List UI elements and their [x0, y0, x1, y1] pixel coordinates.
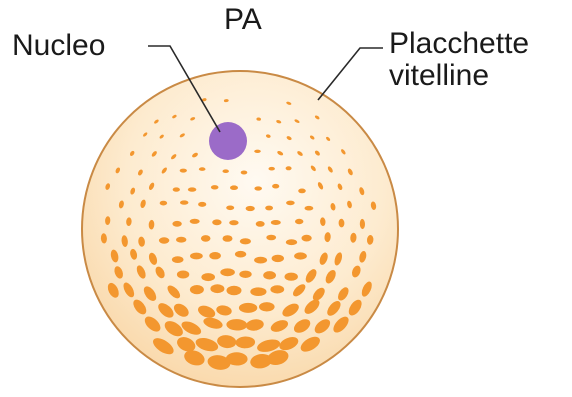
yolk-platelet: [220, 268, 235, 276]
yolk-platelet: [230, 185, 238, 190]
yolk-platelet: [176, 237, 186, 243]
yolk-platelet: [294, 252, 307, 259]
yolk-platelet: [271, 220, 281, 225]
yolk-label-line1: Placchette: [389, 28, 529, 60]
yolk-platelet: [223, 169, 229, 173]
yolk-platelet: [240, 238, 251, 244]
yolk-platelet: [302, 235, 312, 242]
yolk-platelet: [239, 271, 251, 278]
yolk-platelet: [190, 285, 204, 294]
yolk-platelet: [173, 187, 180, 191]
yolk-platelet: [265, 206, 273, 211]
yolk-platelet: [239, 303, 257, 313]
yolk-platelet: [209, 252, 221, 259]
yolk-platelet: [210, 284, 224, 293]
yolk-platelet: [272, 184, 279, 189]
yolk-platelet: [295, 219, 303, 224]
yolk-platelet: [263, 271, 276, 279]
yolk-platelet: [211, 185, 219, 189]
yolk-platelet: [298, 189, 306, 194]
yolk-platelet: [269, 167, 275, 171]
yolk-platelet: [256, 221, 265, 227]
yolk-platelet: [223, 235, 233, 242]
yolk-platelet: [177, 271, 189, 279]
yolk-platelet: [229, 220, 238, 225]
yolk-platelet: [190, 253, 203, 260]
yolk-platelet: [285, 273, 298, 281]
yolk-platelet: [241, 171, 248, 175]
yolk-platelet: [305, 206, 314, 211]
yolk-platelets-label: Placchette vitelline: [389, 28, 529, 91]
yolk-platelet: [190, 219, 200, 224]
yolk-platelet: [286, 166, 292, 170]
animal-pole-label: PA: [224, 4, 262, 36]
yolk-platelet: [160, 201, 167, 206]
yolk-platelet: [254, 186, 262, 190]
yolk-platelet: [286, 201, 295, 206]
nucleus: [209, 122, 247, 160]
yolk-platelet: [172, 256, 184, 263]
yolk-platelet: [198, 202, 206, 207]
yolk-platelet: [235, 251, 246, 258]
yolk-platelet: [212, 219, 221, 225]
yolk-platelet: [266, 235, 276, 241]
yolk-platelet: [180, 169, 187, 173]
yolk-platelet: [227, 286, 242, 295]
yolk-leader-line: [318, 48, 383, 100]
nucleus-label: Nucleo: [12, 30, 105, 62]
yolk-label-line2: vitelline: [389, 60, 529, 92]
yolk-platelet: [254, 257, 267, 264]
yolk-platelet: [254, 150, 261, 153]
yolk-platelet: [180, 200, 188, 204]
yolk-platelet: [259, 302, 275, 311]
yolk-platelet: [270, 285, 284, 293]
yolk-platelet: [272, 255, 284, 262]
yolk-platelet: [226, 206, 234, 211]
yolk-platelet: [188, 187, 196, 191]
yolk-platelet: [159, 237, 169, 243]
yolk-platelet: [201, 235, 211, 242]
yolk-platelet: [199, 167, 206, 171]
yolk-platelet: [286, 239, 297, 245]
yolk-platelet: [246, 206, 255, 211]
yolk-platelet: [250, 287, 266, 296]
yolk-platelet: [201, 273, 215, 281]
yolk-platelet: [172, 221, 181, 227]
